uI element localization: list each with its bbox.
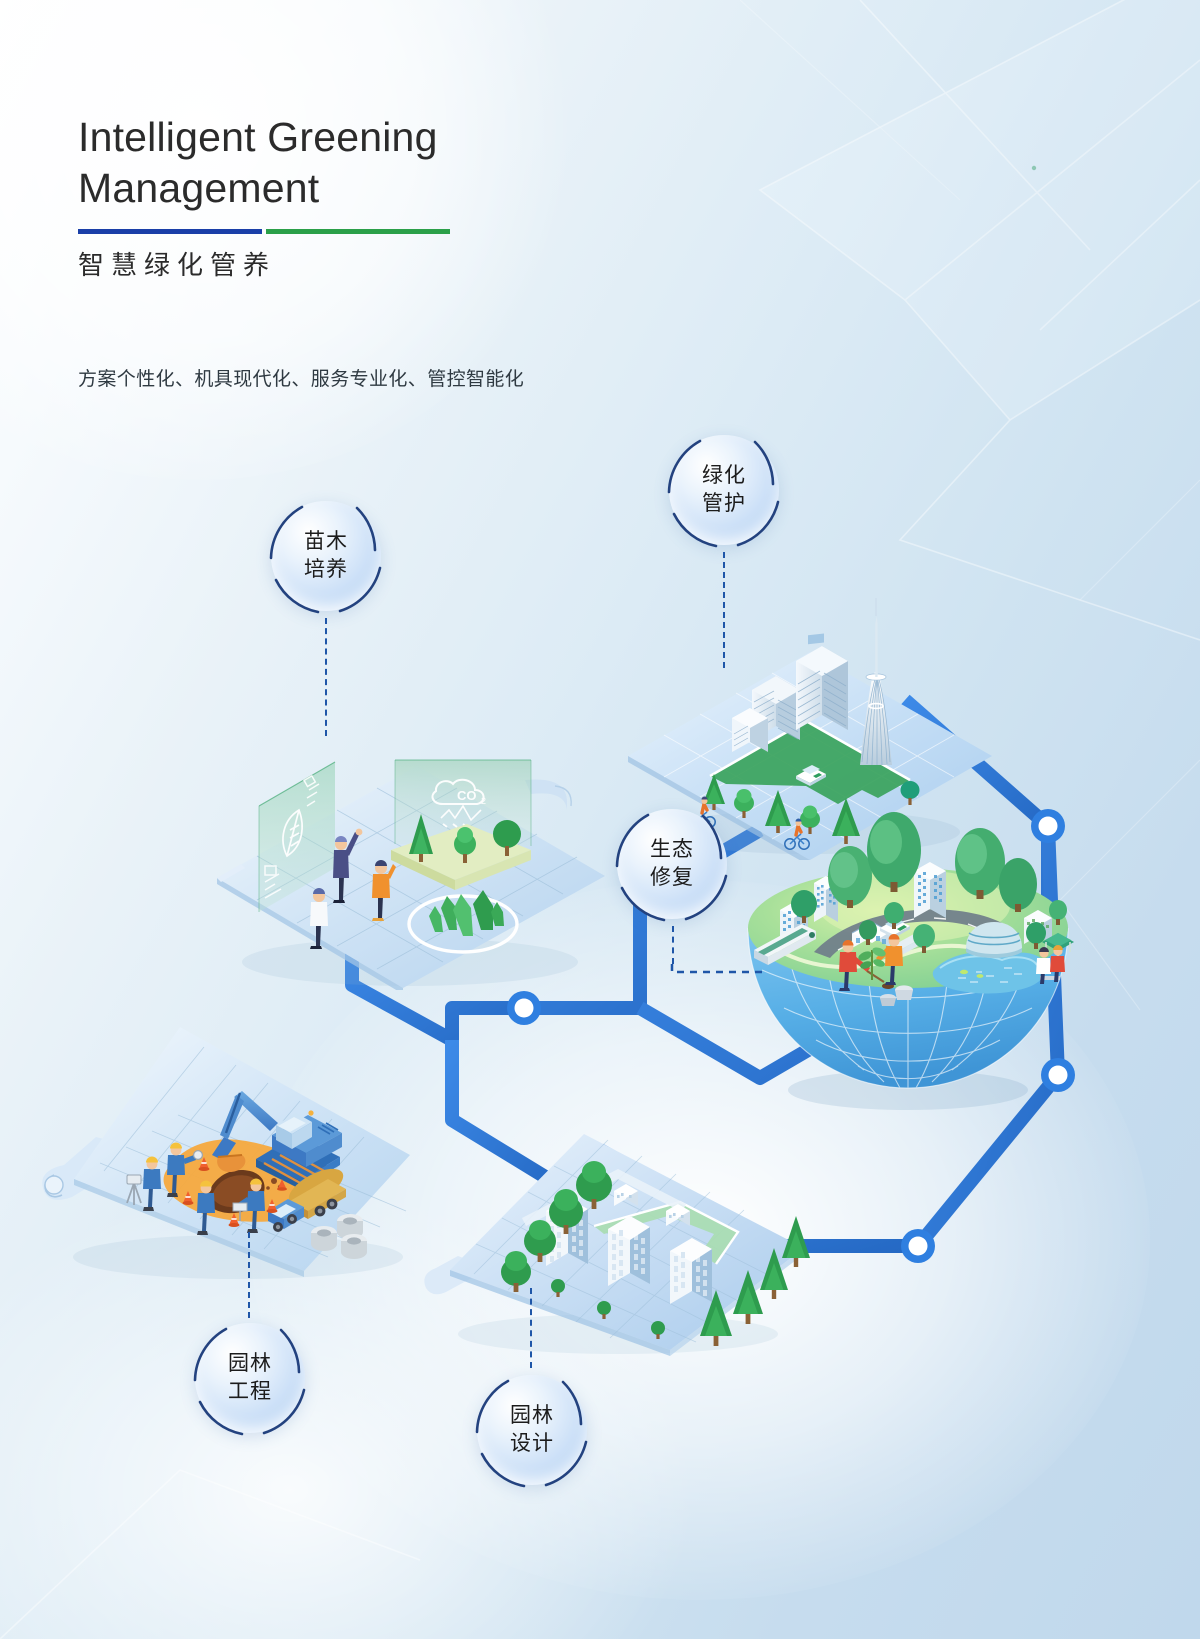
scene-globe-ecology — [718, 800, 1098, 1120]
office-towers — [732, 633, 848, 752]
dashlink-maintenance — [723, 552, 725, 668]
badge-orb — [271, 501, 381, 611]
dashlink-ecology — [672, 926, 674, 964]
badge-design[interactable]: 园林 设计 — [468, 1366, 596, 1494]
badge-orb — [195, 1323, 305, 1433]
cyclist — [784, 818, 810, 850]
badge-nursery[interactable]: 苗木 培养 — [262, 492, 390, 620]
scene-city-maintenance — [610, 580, 1010, 866]
nursery-figure-white — [310, 888, 328, 949]
badge-ecology[interactable]: 生态 修复 — [608, 800, 736, 928]
badge-ring-icon — [193, 1327, 306, 1436]
badge-label-line2: 工程 — [228, 1380, 272, 1403]
title-rule — [78, 229, 450, 234]
badge-label-line2: 修复 — [650, 866, 694, 889]
concrete-pipes — [311, 1214, 367, 1259]
badge-orb — [617, 809, 727, 919]
nursery-figure-orange — [372, 860, 396, 921]
badge-label-line2: 设计 — [510, 1432, 554, 1455]
badge-label: 生态 修复 — [608, 800, 736, 928]
badge-maintenance[interactable]: 绿化 管护 — [660, 426, 788, 554]
city-car — [796, 765, 826, 786]
tanker-truck — [268, 1168, 346, 1232]
nursery-bed-trees — [409, 814, 521, 863]
scene-construction — [28, 985, 428, 1285]
leaf-hologram-panel — [258, 761, 336, 912]
dashlink-design — [530, 1288, 532, 1368]
title-rule-blue — [78, 229, 262, 234]
badge-label-line1: 绿化 — [702, 464, 746, 488]
badge-orb — [669, 435, 779, 545]
globe-seated-people — [1036, 945, 1065, 984]
badge-label: 园林 工程 — [186, 1314, 314, 1442]
dashlink-ecology-elbow — [670, 964, 764, 974]
design-trees — [501, 1161, 810, 1346]
svg-text:2: 2 — [481, 796, 486, 806]
nursery-shrubs — [429, 890, 504, 936]
badge-label: 苗木 培养 — [262, 492, 390, 620]
badge-ring-icon — [269, 505, 382, 614]
traffic-cones — [182, 1157, 287, 1227]
globe-curved-building — [966, 922, 1022, 958]
dashlink-nursery — [325, 618, 327, 736]
globe-lake — [932, 952, 1047, 994]
badge-label-line1: 园林 — [228, 1352, 272, 1376]
co2-cloud-icon: CO 2 — [431, 778, 486, 828]
svg-text:CO: CO — [457, 788, 477, 803]
badge-label: 园林 设计 — [468, 1366, 596, 1494]
badge-label: 绿化 管护 — [660, 426, 788, 554]
globe-trees — [791, 812, 1067, 953]
excavator-boom — [234, 1091, 278, 1131]
badge-label-line1: 生态 — [650, 838, 694, 862]
scene-landscape-design — [418, 1098, 818, 1358]
page-header: Intelligent Greening Management — [78, 112, 718, 214]
badge-label-line1: 苗木 — [304, 530, 348, 554]
badge-ring-icon — [475, 1379, 588, 1488]
badge-label-line2: 管护 — [702, 492, 746, 515]
badge-ring-icon — [615, 813, 728, 922]
page-title-en: Intelligent Greening Management — [78, 114, 438, 211]
title-rule-green — [266, 229, 450, 234]
survey-tripod — [126, 1174, 142, 1205]
dashlink-engineering — [248, 1232, 250, 1318]
scene-nursery: CO 2 — [195, 700, 625, 994]
city-street-trees — [703, 774, 920, 844]
canton-tower — [860, 598, 892, 766]
badge-label-line1: 园林 — [510, 1404, 554, 1428]
badge-ring-icon — [667, 439, 780, 548]
globe-tram — [754, 924, 816, 965]
construction-workers — [143, 1142, 265, 1235]
badge-label-line2: 培养 — [304, 558, 348, 581]
globe-planting-workers — [839, 934, 913, 1006]
page-subtitle: 方案个性化、机具现代化、服务专业化、管控智能化 — [78, 369, 525, 390]
excavator-bucket — [217, 1155, 246, 1173]
badge-engineering[interactable]: 园林 工程 — [186, 1314, 314, 1442]
page-title-cn: 智慧绿化管养 — [78, 250, 277, 280]
nursery-figure-pointing — [333, 828, 363, 903]
badge-orb — [477, 1375, 587, 1485]
highlight-ring-group — [407, 890, 519, 954]
